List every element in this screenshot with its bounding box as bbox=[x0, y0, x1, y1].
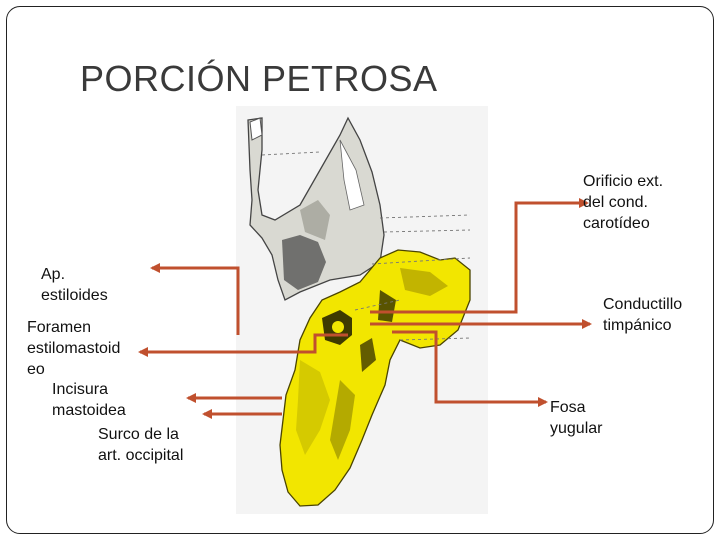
label-conductillo-timpanico: Conductillo timpánico bbox=[603, 294, 682, 336]
label-foramen-estilomastoideo: Foramen estilomastoid eo bbox=[27, 317, 120, 380]
label-incisura-mastoidea: Incisura mastoidea bbox=[52, 379, 126, 421]
label-orificio-carotideo: Orificio ext. del cond. carotídeo bbox=[583, 171, 663, 234]
label-ap-estiloides: Ap. estiloides bbox=[41, 264, 108, 306]
label-fosa-yugular: Fosa yugular bbox=[550, 397, 602, 439]
arrow-ap-estiloides bbox=[152, 268, 238, 335]
label-surco-art-occipital: Surco de la art. occipital bbox=[98, 424, 183, 466]
